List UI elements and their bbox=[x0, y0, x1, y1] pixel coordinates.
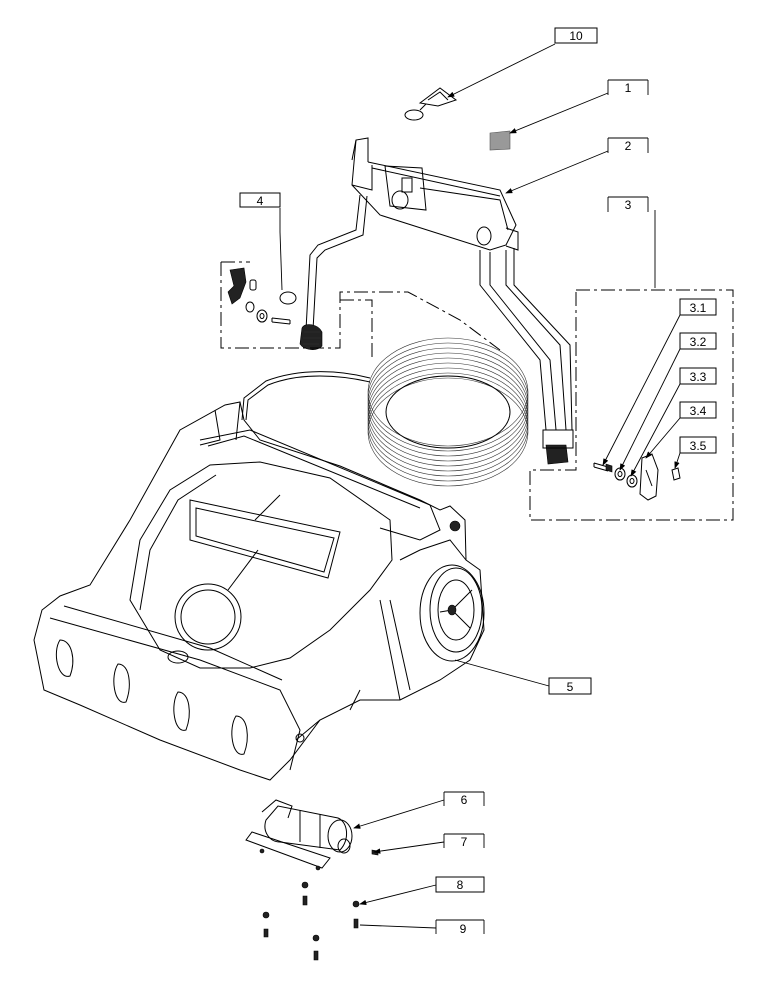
callout-6: 6 bbox=[443, 791, 485, 807]
callout-3-1-text: 3.1 bbox=[690, 301, 707, 315]
callout-3-5-text: 3.5 bbox=[690, 439, 707, 453]
part-3-bracket bbox=[529, 289, 734, 521]
callout-3: 3 bbox=[607, 196, 649, 212]
part-3-hardware bbox=[593, 453, 681, 501]
callout-3-1: 3.1 bbox=[679, 298, 717, 316]
callout-9: 9 bbox=[435, 919, 485, 936]
part-10-key bbox=[404, 87, 458, 121]
part-4-bracket bbox=[220, 261, 501, 360]
callout-3-2: 3.2 bbox=[679, 332, 717, 350]
callout-4-text: 4 bbox=[257, 194, 264, 208]
callout-10-text: 10 bbox=[569, 29, 583, 43]
callout-3-3: 3.3 bbox=[679, 367, 717, 385]
fasteners bbox=[262, 849, 379, 961]
callout-3-4: 3.4 bbox=[679, 401, 717, 419]
part-6-motor bbox=[245, 799, 353, 871]
callout-7-text: 7 bbox=[461, 835, 468, 849]
hose-coil bbox=[241, 337, 529, 487]
callout-2: 2 bbox=[607, 137, 649, 153]
callout-10: 10 bbox=[554, 27, 598, 44]
callout-1: 1 bbox=[607, 79, 649, 95]
callout-3-2-text: 3.2 bbox=[690, 335, 707, 349]
callout-3-3-text: 3.3 bbox=[690, 370, 707, 384]
callout-3-4-text: 3.4 bbox=[690, 404, 707, 418]
callout-6-text: 6 bbox=[461, 793, 468, 807]
callout-7: 7 bbox=[443, 833, 485, 849]
callout-4: 4 bbox=[239, 192, 281, 208]
callout-3-text: 3 bbox=[625, 198, 632, 212]
part-1-label bbox=[489, 130, 511, 151]
callout-8-text: 8 bbox=[457, 878, 464, 892]
callout-5: 5 bbox=[548, 677, 592, 695]
callout-5-text: 5 bbox=[567, 680, 574, 694]
leader-lines bbox=[279, 43, 681, 929]
part-2-handle bbox=[299, 137, 574, 465]
part-5-base bbox=[33, 401, 485, 781]
callout-8: 8 bbox=[435, 876, 485, 893]
callout-2-text: 2 bbox=[625, 139, 632, 153]
callout-9-text: 9 bbox=[460, 922, 467, 936]
callout-1-text: 1 bbox=[625, 81, 632, 95]
callout-3-5: 3.5 bbox=[679, 436, 717, 454]
part-4-hardware bbox=[227, 267, 297, 325]
